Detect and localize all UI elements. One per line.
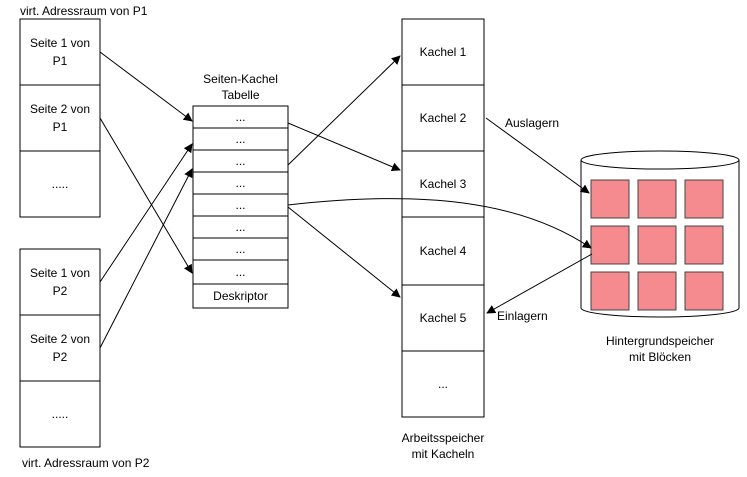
p1-address-space [19, 18, 101, 218]
p2-title: virt. Adressraum von P2 [22, 456, 150, 470]
storage-block [637, 225, 677, 265]
arrow-table-to-storage [287, 198, 592, 249]
storage-block [684, 225, 724, 265]
arrow-p1s1-to-table [99, 51, 193, 122]
page-table-row: ... [235, 265, 246, 279]
arrow-table-to-kachel1 [287, 55, 401, 166]
frame-more: ... [437, 377, 448, 391]
storage-block [590, 179, 630, 219]
page-table-row: ... [235, 198, 246, 212]
p2-page-more: ..... [51, 407, 69, 421]
p2-page-1: Seite 1 von P2 [29, 266, 91, 298]
page-table-row: ... [235, 110, 246, 124]
page-table-row: ... [235, 242, 246, 256]
arrow-p2s2-to-table [99, 168, 193, 349]
storage-block [684, 271, 724, 311]
page-table-row: ... [235, 132, 246, 146]
page-table-row: ... [235, 154, 246, 168]
p1-page-2: Seite 2 von P1 [29, 102, 91, 134]
p2-address-space [19, 248, 101, 448]
frame-kachel-1: Kachel 1 [419, 45, 467, 59]
table-to-memory-arrows [287, 55, 592, 298]
page-table-row: ... [235, 176, 246, 190]
storage-blocks [590, 179, 724, 311]
p1-title: virt. Adressraum von P1 [20, 4, 148, 18]
arrow-p2s1-to-table [99, 143, 193, 283]
storage-block [684, 179, 724, 219]
frame-kachel-2: Kachel 2 [419, 111, 467, 125]
arrow-swap-in [486, 253, 593, 314]
page-table-title: Seiten-Kachel Tabelle [203, 72, 278, 102]
page-table-row: ... [235, 220, 246, 234]
storage-block [637, 271, 677, 311]
page-table-descriptor: Deskriptor [213, 289, 268, 303]
storage-block [590, 271, 630, 311]
p1-page-more: ..... [51, 177, 69, 191]
storage-caption: Hintergrundspeicher mit Blöcken [605, 334, 715, 364]
arrow-table-to-kachel5 [287, 206, 401, 298]
arrow-table-to-kachel3 [287, 122, 401, 172]
swap-in-label: Einlagern [497, 309, 548, 323]
storage-block [590, 225, 630, 265]
p2-page-2: Seite 2 von P2 [29, 332, 91, 364]
swap-out-label: Auslagern [505, 116, 560, 130]
page-table [192, 105, 289, 309]
arrow-swap-out [485, 117, 590, 194]
frame-kachel-5: Kachel 5 [419, 311, 467, 325]
arrow-p1s2-to-table [99, 117, 193, 274]
page-to-table-arrows [99, 51, 193, 349]
main-memory [401, 18, 485, 418]
main-memory-caption: Arbeitsspeicher mit Kacheln [401, 431, 485, 461]
frame-kachel-3: Kachel 3 [419, 177, 467, 191]
frame-kachel-4: Kachel 4 [419, 244, 467, 258]
swap-arrows [485, 117, 593, 314]
storage-block [637, 179, 677, 219]
p1-page-1: Seite 1 von P1 [29, 36, 91, 68]
